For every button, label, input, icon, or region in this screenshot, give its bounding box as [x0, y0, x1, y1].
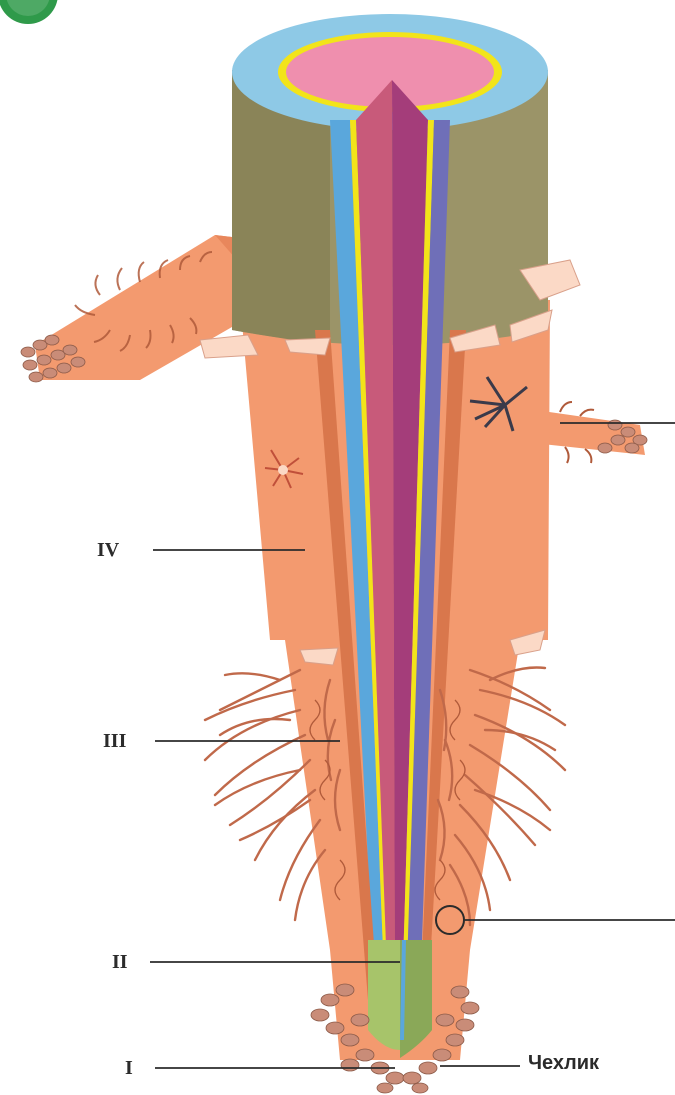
label-root-cap: Чехлик [528, 1053, 599, 1073]
label-zone-III: III [103, 731, 126, 751]
main-root-body [232, 14, 550, 1060]
label-zone-I: I [125, 1058, 133, 1078]
label-zone-IV: IV [97, 540, 119, 560]
label-zone-II: II [112, 952, 128, 972]
